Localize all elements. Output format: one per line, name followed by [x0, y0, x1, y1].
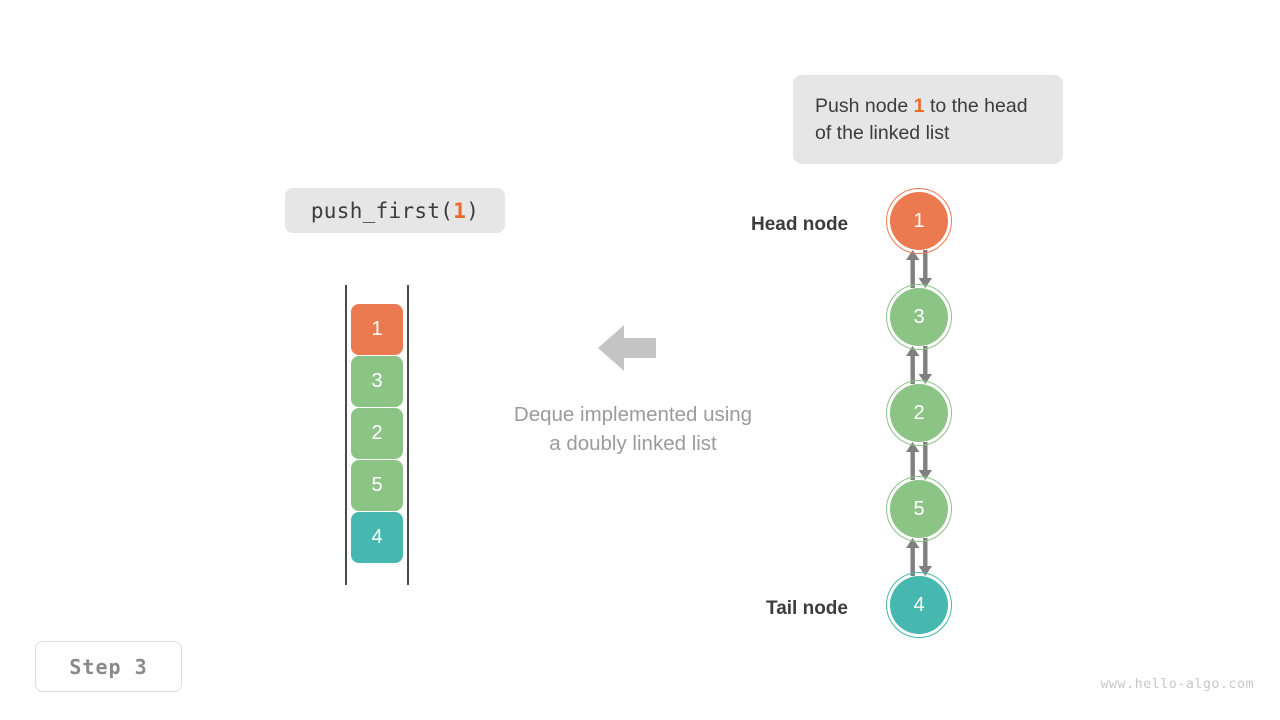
callout-text-before: Push node	[815, 94, 914, 117]
bidirectional-arrow-icon	[890, 250, 954, 288]
node-ring	[886, 476, 952, 542]
linked-list-node: 1	[886, 188, 952, 254]
step-badge: Step 3	[35, 641, 182, 692]
array-cell-list: 1 3 2 5 4	[351, 304, 403, 563]
callout-box: Push node 1 to the head of the linked li…	[793, 75, 1063, 164]
node-ring	[886, 284, 952, 350]
node-value: 1	[913, 209, 925, 232]
array-cell: 2	[351, 408, 403, 459]
callout-text-after: to the head of the linked list	[815, 94, 1028, 144]
code-argument: 1	[453, 198, 467, 223]
bidirectional-arrow-icon	[890, 442, 954, 480]
bidirectional-arrow-icon	[890, 346, 954, 384]
array-rail-right	[407, 285, 409, 585]
node-value: 4	[913, 593, 925, 616]
linked-list-view: 1 3 2 5 4	[886, 188, 954, 638]
code-prefix: push_first(	[310, 198, 454, 223]
tail-node-label: Tail node	[766, 598, 848, 619]
linked-list-node: 4	[886, 572, 952, 638]
node-ring	[886, 572, 952, 638]
array-cell-value: 2	[371, 422, 383, 444]
array-cell: 1	[351, 304, 403, 355]
node-ring	[886, 380, 952, 446]
array-rail-left	[345, 285, 347, 585]
array-cell-value: 3	[371, 370, 383, 392]
head-node-label: Head node	[751, 214, 849, 235]
callout-highlight-value: 1	[913, 94, 925, 117]
callout-text: Push node 1 to the head of the linked li…	[815, 93, 1041, 147]
deque-array-view: 1 3 2 5 4	[345, 285, 409, 585]
diagram-caption: Deque implemented using a doubly linked …	[463, 400, 803, 458]
array-cell: 3	[351, 356, 403, 407]
array-cell: 5	[351, 460, 403, 511]
operation-code-chip: push_first(1)	[285, 188, 505, 233]
caption-line-2: a doubly linked list	[549, 432, 717, 455]
linked-list-node: 2	[886, 380, 952, 446]
node-value: 3	[913, 305, 925, 328]
array-cell-value: 4	[371, 526, 383, 548]
node-value: 2	[913, 401, 925, 424]
bidirectional-arrow-icon	[890, 538, 954, 576]
linked-list-node: 5	[886, 476, 952, 542]
node-value: 5	[913, 497, 925, 520]
array-cell-value: 1	[371, 318, 383, 340]
watermark: www.hello-algo.com	[1100, 676, 1254, 692]
code-suffix: )	[466, 198, 480, 223]
arrow-left-icon	[598, 324, 656, 377]
caption-line-1: Deque implemented using	[513, 403, 753, 426]
linked-list-node: 3	[886, 284, 952, 350]
array-cell: 4	[351, 512, 403, 563]
node-ring	[886, 188, 952, 254]
array-cell-value: 5	[371, 474, 383, 496]
